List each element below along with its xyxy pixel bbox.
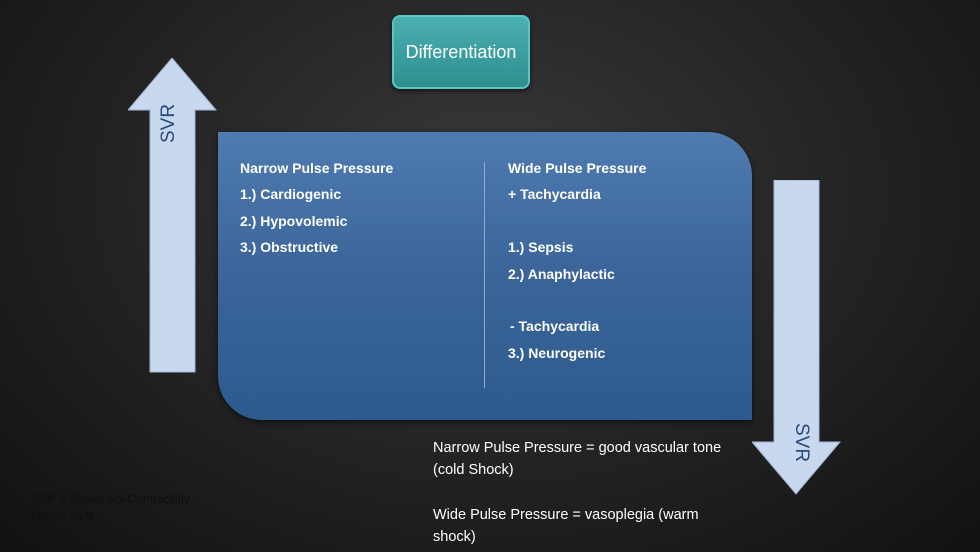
wide-item: 2.) Anaphylactic	[508, 265, 615, 282]
narrow-pulse-column: Narrow Pulse Pressure 1.) Cardiogenic 2.…	[240, 155, 393, 261]
narrow-pulse-note: Narrow Pulse Pressure = good vascular to…	[433, 440, 722, 478]
minus-tachycardia: - Tachycardia	[510, 318, 600, 335]
down-arrow: SVR	[752, 180, 842, 496]
plus-tachycardia: + Tachycardia	[508, 186, 601, 203]
up-arrow: SVR	[128, 58, 218, 374]
up-arrow-label: SVR	[158, 103, 179, 143]
narrow-item: 3.) Obstructive	[240, 239, 339, 256]
footnote: SBP = Stroke Vol/Contractility DBP = SVR	[32, 490, 190, 526]
narrow-item: 1.) Cardiogenic	[240, 186, 342, 203]
footnote-dbp: DBP = SVR	[32, 510, 95, 524]
title-text: Differentiation	[405, 41, 517, 62]
wide-item: 3.) Neurogenic	[508, 344, 606, 361]
narrow-heading: Narrow Pulse Pressure	[240, 160, 394, 176]
classification-box	[218, 132, 752, 420]
spacer	[508, 287, 646, 313]
title-box: Differentiation	[392, 15, 530, 89]
down-arrow-label: SVR	[791, 423, 812, 463]
spacer	[508, 208, 646, 234]
wide-pulse-note: Wide Pulse Pressure = vasoplegia (warm s…	[433, 507, 699, 545]
narrow-item: 2.) Hypovolemic	[240, 212, 348, 229]
wide-heading: Wide Pulse Pressure	[508, 160, 647, 176]
wide-item: 1.) Sepsis	[508, 239, 574, 256]
column-divider	[484, 162, 485, 388]
footnote-sbp: SBP = Stroke Vol/Contractility	[32, 492, 191, 506]
wide-pulse-column: Wide Pulse Pressure + Tachycardia 1.) Se…	[508, 155, 646, 366]
